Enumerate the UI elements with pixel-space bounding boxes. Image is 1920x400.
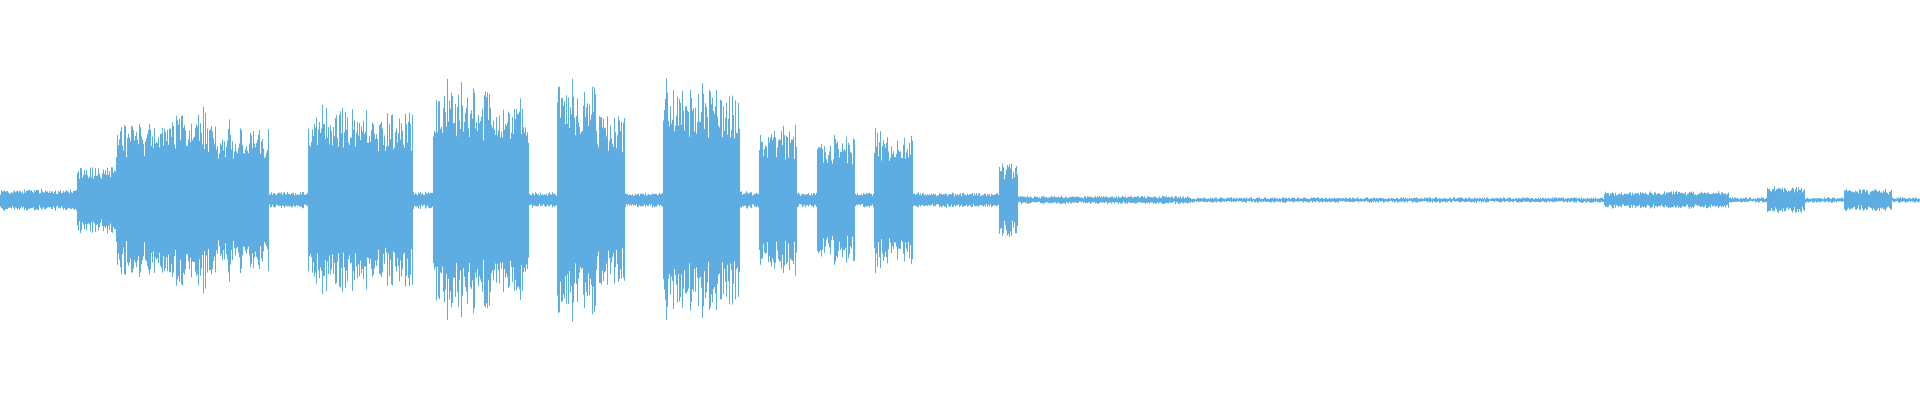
waveform-path — [0, 78, 1920, 322]
waveform-group — [0, 78, 1920, 322]
